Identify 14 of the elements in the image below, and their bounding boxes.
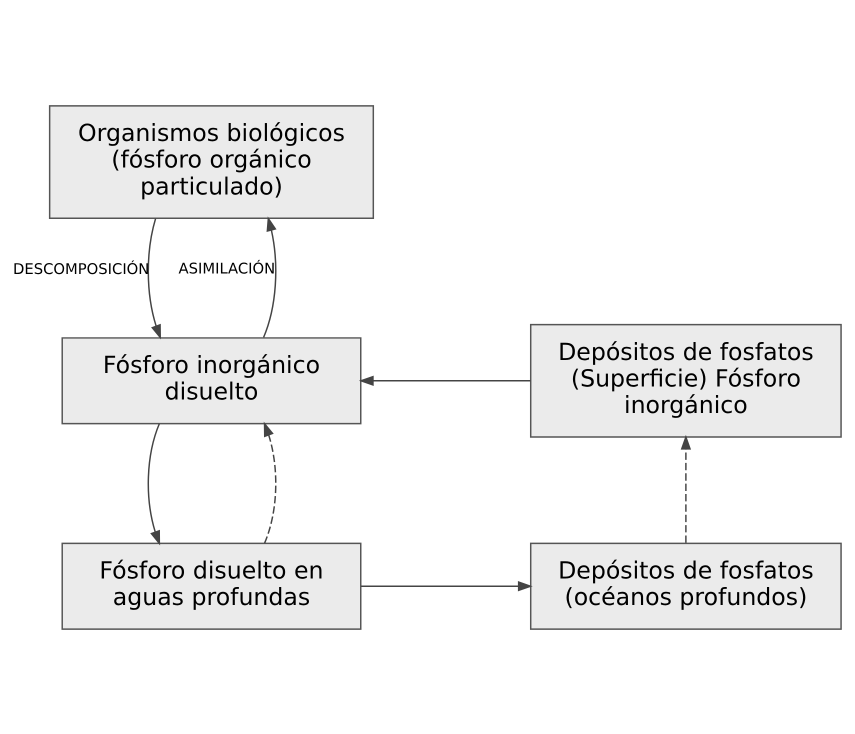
node-box: Depósitos de fosfatos (Superficie) Fósforo inorgánico <box>530 323 842 438</box>
edge-label: ASIMILACIÓN <box>178 260 276 278</box>
arrow <box>148 218 162 339</box>
arrow <box>680 434 692 542</box>
edge-label: DESCOMPOSICIÓN <box>13 260 150 278</box>
arrow <box>361 580 533 591</box>
node-box: Fósforo inorgánico disuelto <box>61 336 362 424</box>
arrow <box>148 422 160 545</box>
node-box: Fósforo disuelto en aguas profundas <box>61 542 362 630</box>
arrow <box>264 421 276 544</box>
arrow <box>358 375 530 386</box>
node-box: Organismos biológicos (fósforo orgánico particulado) <box>48 104 374 218</box>
node-box: Depósitos de fosfatos (océanos profundos) <box>530 542 842 630</box>
arrow <box>262 216 277 338</box>
